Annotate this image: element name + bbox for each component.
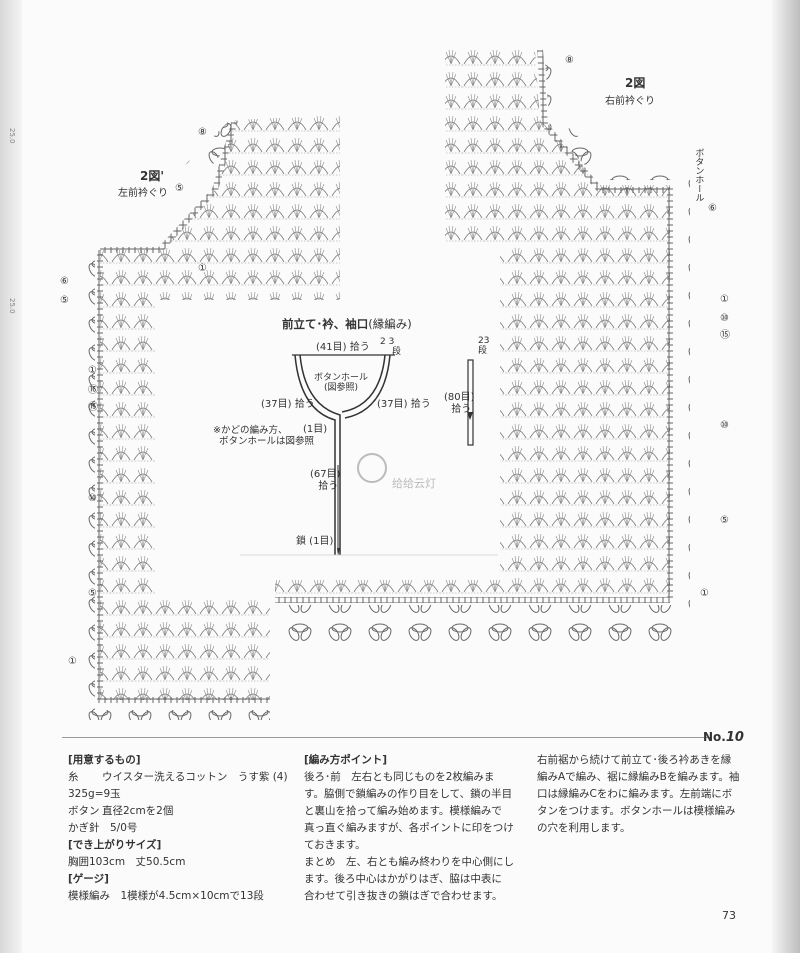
materials-title: [用意するもの] xyxy=(68,754,141,766)
row-marker: ⑩ xyxy=(720,313,729,324)
row-marker: ⑤ xyxy=(720,515,729,526)
row-marker: ⑧ xyxy=(565,55,574,66)
corner-note: ※かどの編み方、ボタンホールは図参照 xyxy=(213,425,315,447)
method-line: まとめ 左、右とも編み終わりを中心側にし xyxy=(304,856,514,868)
row-marker: ⑥ xyxy=(60,276,69,287)
finishing-line: タンをつけます。ボタンホールは模様編み xyxy=(537,805,736,817)
method-line: ておきます。 xyxy=(304,839,366,851)
buttonhole-label: ボタンホール xyxy=(693,148,704,202)
row-marker: ① xyxy=(68,656,77,667)
row-marker: ⑧ xyxy=(198,127,207,138)
sleeve-stitch-count: (80目)拾う xyxy=(444,392,475,415)
row-marker: ⑥ xyxy=(708,203,717,214)
materials-section: [用意するもの] 糸ウイスター洗えるコットン うす紫 (4) 325g=9玉 ボ… xyxy=(68,752,288,905)
row-marker: ⑩ xyxy=(88,493,97,504)
row-marker: ⑮ xyxy=(720,330,730,341)
row-marker: ⑯ xyxy=(88,385,98,396)
row-marker: ⑤ xyxy=(60,295,69,306)
book-spine: 25.0 25.0 xyxy=(0,0,22,953)
right-figure-caption: 右前衿ぐり xyxy=(605,96,655,107)
gauge-title: [ゲージ] xyxy=(68,873,109,885)
finishing-line: 編みAで編み、裾に縁編みBを編みます。袖 xyxy=(537,771,740,783)
method-section: [編み方ポイント] 後ろ･前 左右とも同じものを2枚編みま す。脇側で鎖編みの作… xyxy=(304,752,524,905)
size-value: 胸囲103cm 丈50.5cm xyxy=(68,856,186,868)
button-line: ボタン直径2cmを2個 xyxy=(68,805,174,817)
method-line: ます。後ろ中心はかがりはぎ、脇は中表に xyxy=(304,873,502,885)
chain-count: 鎖 (1目) xyxy=(296,536,334,547)
row-marker: ⑮ xyxy=(88,402,98,413)
buttonhole-note: ボタンホール(図参照) xyxy=(314,373,369,394)
row-marker: ① xyxy=(198,263,207,274)
right-figure-number: 2図 xyxy=(625,76,646,90)
right-front-panel xyxy=(275,49,690,645)
left-front-panel xyxy=(70,115,340,720)
neck-stitch-count: (41目) 拾う xyxy=(316,342,370,353)
method-line: 合わせて引き抜きの鎖はぎで合わせます。 xyxy=(304,890,503,902)
method-line: 後ろ･前 左右とも同じものを2枚編みま xyxy=(304,771,495,783)
spine-mark: 25.0 xyxy=(8,298,16,314)
size-title: [でき上がりサイズ] xyxy=(68,839,162,851)
row-marker: ⑤ xyxy=(88,588,97,599)
one-stitch: (1目) xyxy=(303,424,328,435)
method-line: す。脇側で鎖編みの作り目をして、鎖の半目 xyxy=(304,788,513,800)
spine-mark: 25.0 xyxy=(8,128,16,144)
right-curve-count: (37目) 拾う xyxy=(377,399,431,410)
row-marker: ⑤ xyxy=(175,183,184,194)
row-marker: ① xyxy=(700,588,709,599)
schematic-diagram xyxy=(238,305,498,573)
schematic-title: 前立て･衿、袖口(縁編み) xyxy=(282,317,412,331)
method-line: 真っ直ぐ編みますが、各ポイントに印をつけ xyxy=(304,822,514,834)
row-marker: ① xyxy=(720,294,729,305)
finishing-line: 右前裾から続けて前立て･後ろ衿あきを縁 xyxy=(537,754,732,766)
yarn-amount: 325g=9玉 xyxy=(68,788,121,800)
left-figure-caption: 左前衿ぐり xyxy=(118,188,168,199)
section-divider xyxy=(62,737,712,738)
finishing-line: の穴を利用します。 xyxy=(537,822,631,834)
gauge-value: 模様編み 1模様が4.5cm×10cmで13段 xyxy=(68,890,264,902)
finishing-line: 口は縁編みCをわに編みます。左前端にボ xyxy=(537,788,733,800)
row-marker: ⑩ xyxy=(720,420,729,431)
method-line: と裏山を拾って編み始めます。模様編みで xyxy=(304,805,502,817)
page-edge-shadow xyxy=(772,0,800,953)
front-stitch-count: (67目)拾う xyxy=(310,469,341,492)
pattern-number: No.10 xyxy=(703,730,744,745)
left-curve-count: (37目) 拾う xyxy=(261,399,315,410)
yarn-line: 糸ウイスター洗えるコットン うす紫 (4) xyxy=(68,771,288,783)
finishing-section: 右前裾から続けて前立て･後ろ衿あきを縁 編みAで編み、裾に縁編みBを編みます。袖… xyxy=(537,752,757,837)
watermark: 给给云灯 xyxy=(392,477,436,490)
hook-line: かぎ針 5/0号 xyxy=(68,822,138,834)
left-figure-number: 2図' xyxy=(140,169,165,183)
row-marker: ① xyxy=(88,365,97,376)
method-title: [編み方ポイント] xyxy=(304,754,388,766)
page-number: 73 xyxy=(722,909,736,922)
